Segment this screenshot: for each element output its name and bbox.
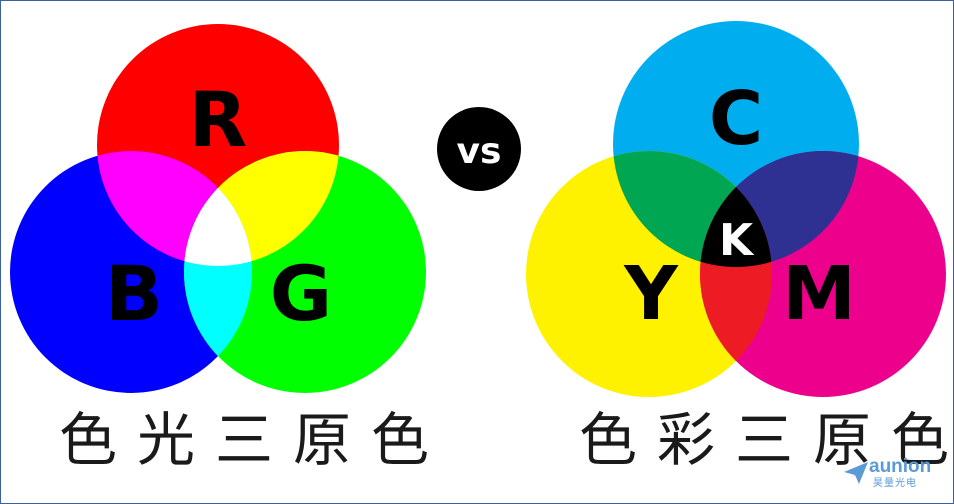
brand-logo: aunion 昊量光电 — [843, 457, 943, 497]
rgb-diagram: R B G — [10, 24, 426, 393]
c-label: C — [709, 76, 763, 162]
magenta-overlap — [97, 151, 252, 266]
vs-circle — [437, 107, 521, 191]
r-label: R — [189, 75, 248, 164]
paper-plane-icon — [844, 462, 868, 484]
y-label: Y — [623, 251, 679, 337]
cmy-caption: 色彩三原色 — [579, 406, 954, 474]
yellow-overlap — [184, 151, 339, 266]
rgb-caption: 色光三原色 — [59, 406, 450, 474]
k-label: K — [719, 215, 755, 266]
b-label: B — [105, 249, 163, 338]
logo-subtitle: 昊量光电 — [873, 478, 917, 489]
m-label: M — [782, 251, 856, 337]
vs-label: vs — [457, 131, 502, 172]
g-label: G — [270, 249, 332, 338]
logo-wordmark: aunion — [869, 456, 932, 477]
blue-overlap — [700, 151, 859, 267]
green-overlap — [613, 151, 772, 267]
cmy-diagram: C Y M K — [526, 21, 946, 397]
vs-badge: vs — [437, 107, 521, 191]
